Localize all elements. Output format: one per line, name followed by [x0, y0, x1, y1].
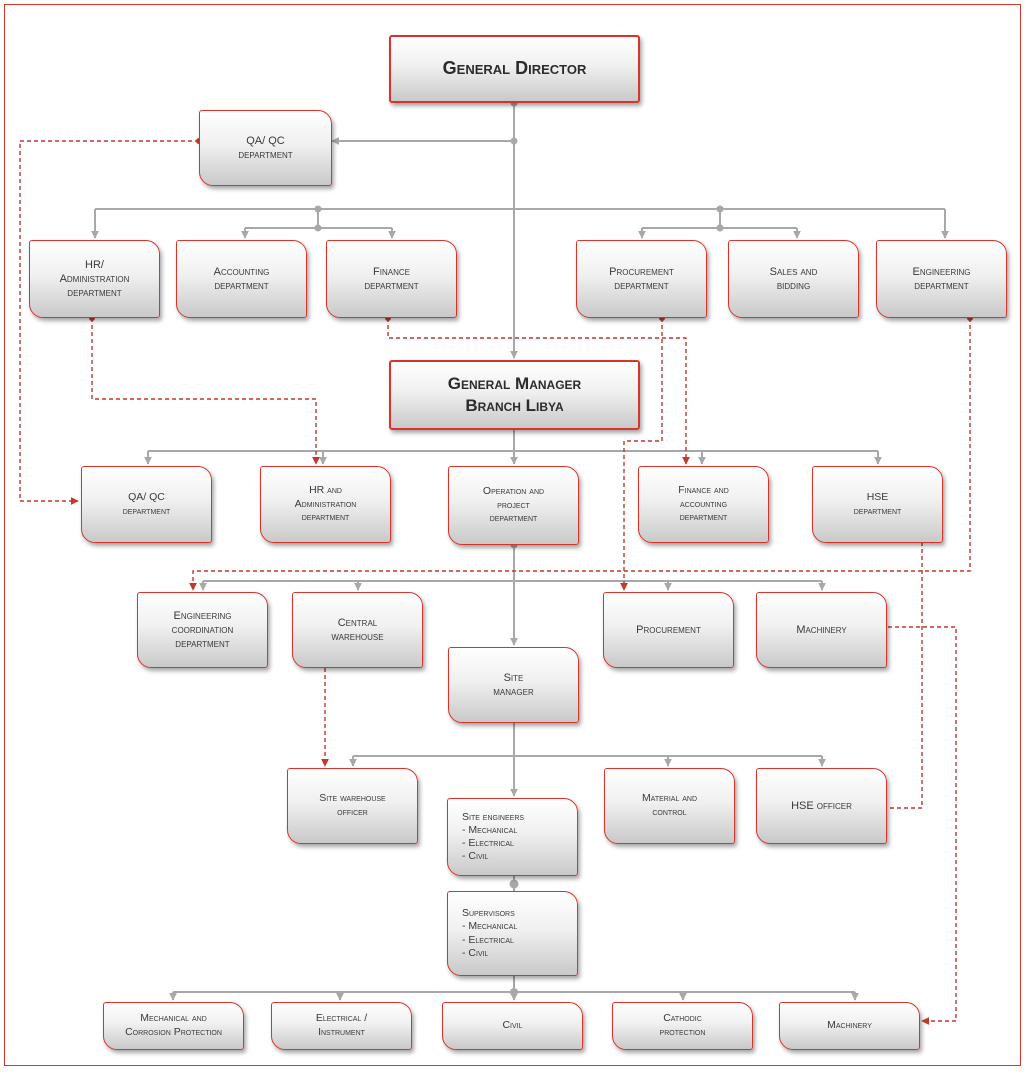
accounting-department-label: Accounting department: [213, 265, 270, 292]
qaqc-department-label: QA/ QC department: [122, 490, 171, 517]
mechanical-corrosion-box: Mechanical and Corrosion Protection: [103, 1002, 244, 1050]
site-engineers-box: Site engineers - Mechanical - Electrical…: [447, 798, 578, 876]
diagram-frame: [4, 4, 1021, 1066]
general-manager-box: General Manager Branch Libya: [389, 360, 640, 430]
procurement-box: Procurement: [603, 592, 734, 668]
finance-and-accounting-label: Finance and accounting department: [678, 484, 729, 524]
electrical-instrument-label: Electrical / Instrument: [315, 1012, 368, 1038]
hr-administration-box: HR/ Administration department: [29, 240, 160, 318]
operation-and-project-label: Operation and project department: [482, 485, 545, 525]
engineering-department-box: Engineering department: [876, 240, 1007, 318]
qaqc-department-top-label: QA/ QC department: [238, 134, 293, 161]
procurement-department-box: Procurement department: [576, 240, 707, 318]
machinery-bottom-label: Machinery: [827, 1019, 872, 1032]
material-and-control-label: Material and control: [641, 792, 698, 818]
site-warehouse-officer-box: Site warehouse officer: [287, 768, 418, 844]
central-warehouse-box: Central warehouse: [292, 592, 423, 668]
hse-officer-label: HSE officer: [791, 799, 852, 812]
general-director-box: General Director: [389, 35, 640, 103]
supervisors-label: Supervisors - Mechanical - Electrical - …: [462, 907, 518, 959]
hr-and-administration-label: HR and Administration department: [294, 484, 357, 524]
finance-department-label: Finance department: [364, 265, 419, 292]
cathodic-protection-box: Cathodic protection: [612, 1002, 753, 1050]
hr-administration-label: HR/ Administration department: [59, 258, 130, 300]
general-manager-label: General Manager Branch Libya: [447, 373, 582, 415]
operation-and-project-box: Operation and project department: [448, 466, 579, 545]
civil-box: Civil: [442, 1002, 583, 1050]
general-director-label: General Director: [442, 58, 587, 79]
site-engineers-label: Site engineers - Mechanical - Electrical…: [462, 810, 525, 863]
accounting-department-box: Accounting department: [176, 240, 307, 318]
engineering-coordination-label: Engineering coordination department: [171, 609, 234, 651]
engineering-coordination-box: Engineering coordination department: [137, 592, 268, 668]
electrical-instrument-box: Electrical / Instrument: [271, 1002, 412, 1050]
hse-officer-box: HSE officer: [756, 768, 887, 844]
machinery-label: Machinery: [796, 623, 847, 636]
central-warehouse-label: Central warehouse: [331, 616, 384, 643]
cathodic-protection-label: Cathodic protection: [659, 1012, 706, 1038]
mechanical-corrosion-label: Mechanical and Corrosion Protection: [125, 1012, 222, 1038]
machinery-box: Machinery: [756, 592, 887, 668]
supervisors-box: Supervisors - Mechanical - Electrical - …: [447, 891, 578, 976]
finance-department-box: Finance department: [326, 240, 457, 318]
finance-and-accounting-box: Finance and accounting department: [638, 466, 769, 543]
site-manager-box: Site manager: [448, 647, 579, 723]
qaqc-department-top-box: QA/ QC department: [199, 110, 332, 186]
qaqc-department-box: QA/ QC department: [81, 466, 212, 543]
machinery-bottom-box: Machinery: [779, 1002, 920, 1050]
hse-department-box: HSE department: [812, 466, 943, 543]
sales-and-bidding-label: Sales and bidding: [769, 265, 818, 292]
hr-and-administration-box: HR and Administration department: [260, 466, 391, 543]
civil-label: Civil: [502, 1019, 523, 1032]
procurement-department-label: Procurement department: [609, 265, 674, 292]
procurement-label: Procurement: [636, 623, 701, 636]
sales-and-bidding-box: Sales and bidding: [728, 240, 859, 318]
site-manager-label: Site manager: [493, 671, 534, 698]
site-warehouse-officer-label: Site warehouse officer: [319, 792, 386, 818]
hse-department-label: HSE department: [853, 490, 902, 517]
material-and-control-box: Material and control: [604, 768, 735, 844]
engineering-department-label: Engineering department: [912, 265, 971, 292]
